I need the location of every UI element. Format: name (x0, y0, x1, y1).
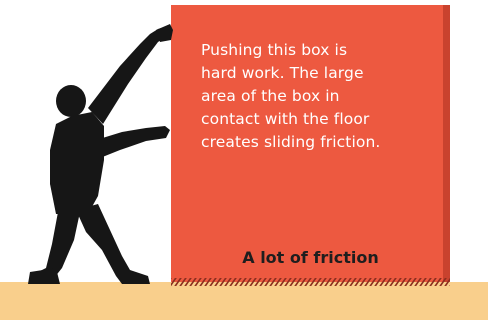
pushing-person-icon (0, 0, 488, 320)
